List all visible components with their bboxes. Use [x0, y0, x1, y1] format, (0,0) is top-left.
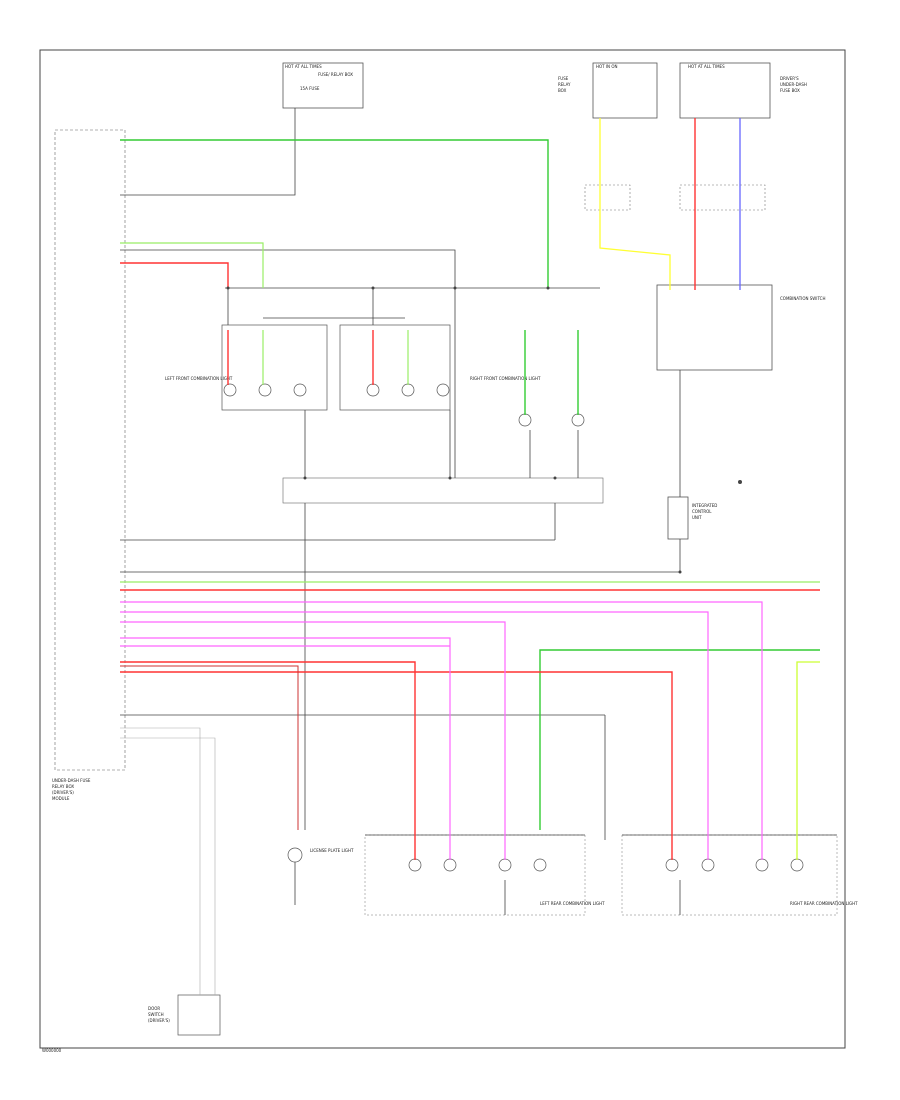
mid-connector-box: [282, 477, 604, 504]
integrated-unit-line-3: UNIT: [692, 515, 702, 520]
bulb-fr-3: [436, 383, 450, 397]
right-rear-light-box: [621, 834, 838, 916]
left-module-line-3: (DRIVER'S): [52, 790, 74, 795]
bulb-license-plate: [287, 847, 303, 863]
top-right-box-line-3: FUSE BOX: [780, 88, 800, 93]
integrated-unit-line-2: CONTROL: [692, 509, 712, 514]
integrated-unit-line-1: INTEGRATED: [692, 503, 717, 508]
top-fuse-box-fuse: 15A FUSE: [300, 86, 320, 91]
black-wires: [120, 108, 837, 915]
relay-box-b: [679, 184, 766, 211]
door-switch-box: [177, 994, 221, 1036]
diagram-frame: [39, 49, 846, 1049]
bulb-fr-1: [366, 383, 380, 397]
top-right-box-title: HOT AT ALL TIMES: [688, 64, 725, 69]
left-module-box: [54, 129, 126, 771]
green-wires: [120, 139, 820, 830]
bulb-lr-3: [498, 858, 512, 872]
bulb-rr-2: [701, 858, 715, 872]
top-right-box: [679, 62, 771, 119]
bulb-lr-2: [443, 858, 457, 872]
bulb-fr-2: [401, 383, 415, 397]
right-rear-label: RIGHT REAR COMBINATION LIGHT: [790, 901, 858, 906]
front-left-label: LEFT FRONT COMBINATION LIGHT: [165, 376, 233, 381]
top-mid-box-line-2: RELAY: [558, 82, 571, 87]
bulb-lr-1: [408, 858, 422, 872]
left-module-line-4: MODULE: [52, 796, 70, 801]
integrated-unit-box: [667, 496, 689, 540]
top-right-box-line-2: UNDER-DASH: [780, 82, 807, 87]
left-rear-label: LEFT REAR COMBINATION LIGHT: [540, 901, 605, 906]
top-mid-box-line-1: FUSE: [558, 76, 569, 81]
door-switch-line-2: SWITCH: [148, 1012, 164, 1017]
front-left-light-box: [221, 324, 328, 411]
top-mid-box-title: HOT IN ON: [596, 64, 617, 69]
lime-wire: [796, 661, 820, 860]
top-fuse-box-title: HOT AT ALL TIMES: [285, 64, 322, 69]
license-light-label: LICENSE PLATE LIGHT: [310, 848, 354, 853]
bulb-rr-4: [790, 858, 804, 872]
left-module-line-1: UNDER-DASH FUSE: [52, 778, 91, 783]
bulb-rr-1: [665, 858, 679, 872]
connector-dots: [226, 286, 742, 574]
bulb-lr-4: [533, 858, 547, 872]
bulb-rr-3: [755, 858, 769, 872]
door-switch-line-3: (DRIVER'S): [148, 1018, 170, 1023]
yellow-wire: [599, 118, 671, 290]
top-mid-box: [592, 62, 658, 119]
diagram-footer-id: W000000: [42, 1048, 62, 1053]
pink-wires: [120, 601, 763, 860]
red-wires: [120, 118, 820, 860]
relay-box-a: [584, 184, 631, 211]
bulb-fl-3: [293, 383, 307, 397]
bulb-fl-1: [223, 383, 237, 397]
top-fuse-box-subtitle: FUSE/ RELAY BOX: [318, 72, 353, 77]
bulb-fl-2: [258, 383, 272, 397]
combination-switch-label: COMBINATION SWITCH: [780, 296, 825, 301]
front-right-label: RIGHT FRONT COMBINATION LIGHT: [470, 376, 541, 381]
left-module-line-2: RELAY BOX: [52, 784, 74, 789]
top-mid-box-line-3: BOX: [558, 88, 567, 93]
top-right-box-line-1: DRIVER'S: [780, 76, 799, 81]
door-switch-line-1: DOOR: [148, 1006, 160, 1011]
bulb-license-l: [518, 413, 532, 427]
bulb-license-r: [571, 413, 585, 427]
front-right-light-box: [339, 324, 451, 411]
top-fuse-box: [282, 62, 364, 109]
combination-switch-box: [656, 284, 773, 371]
